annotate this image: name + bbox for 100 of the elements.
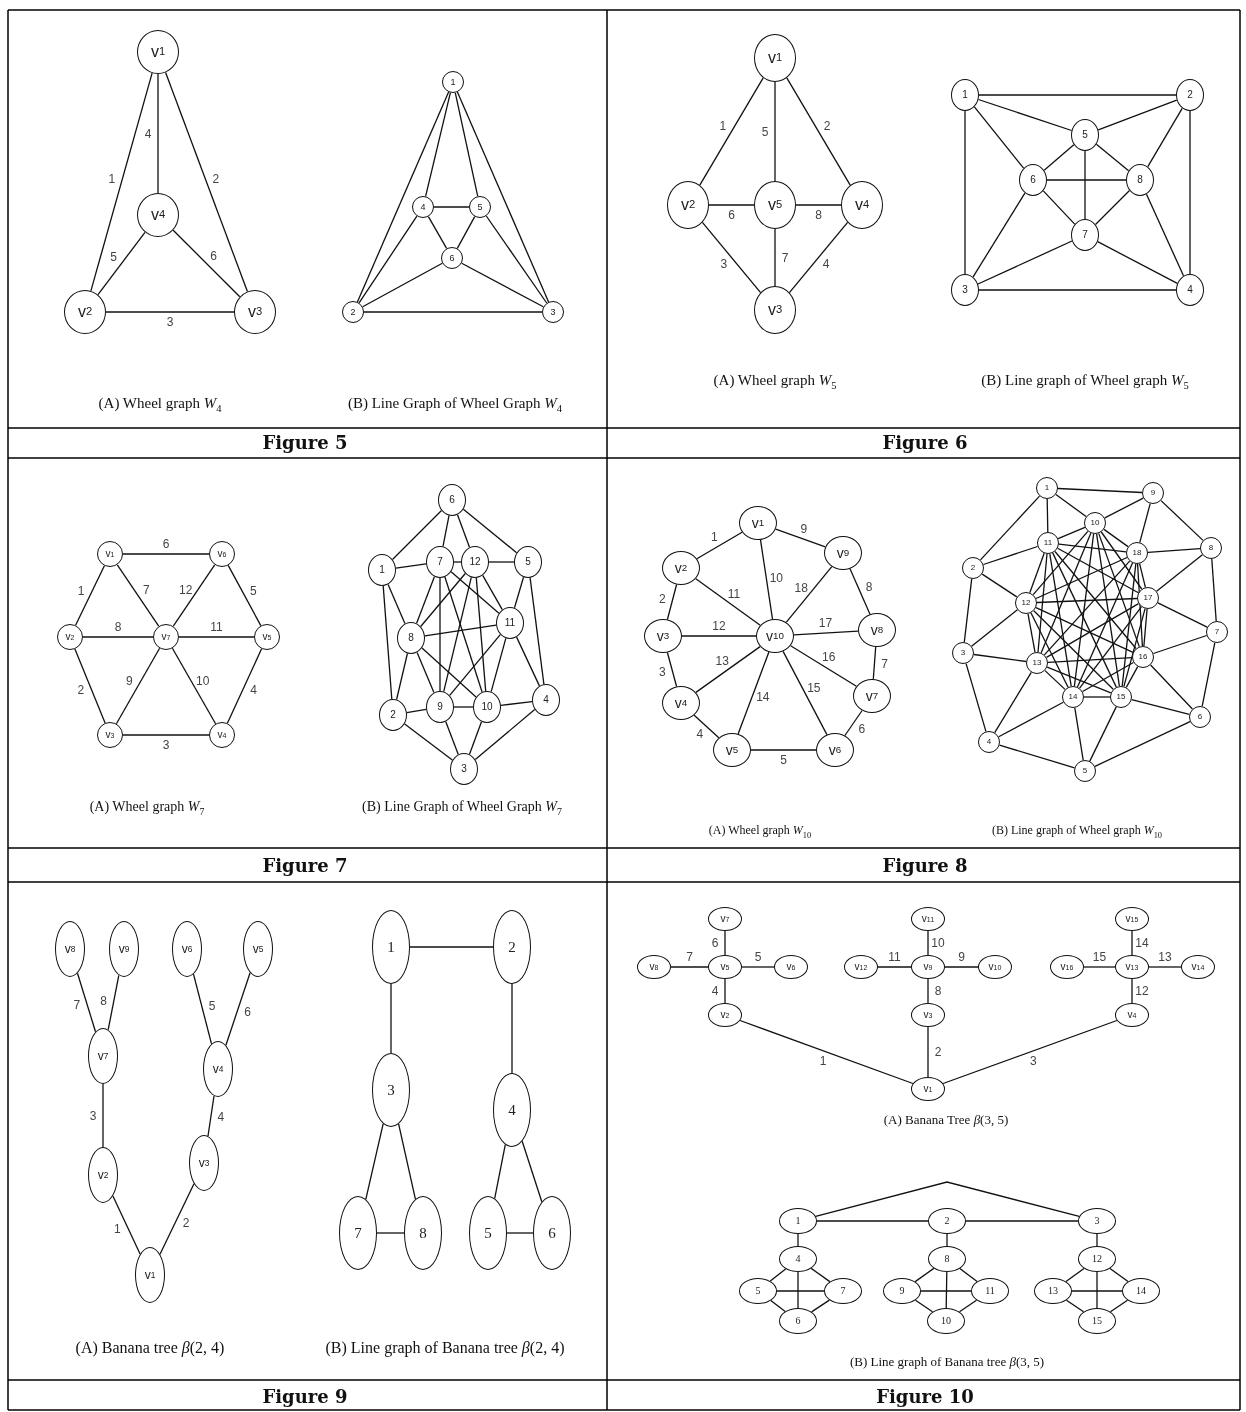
graph-edge [390,983,392,1054]
graph-edge [445,720,459,756]
graph-edge [226,648,263,724]
edge-label: 16 [822,651,836,664]
edge-label: 9 [125,675,133,688]
edge-label: 8 [114,621,122,633]
graph-edge [409,946,494,948]
vertex-circle: 4 [412,196,434,218]
vertex-circle: 7 [824,1278,862,1304]
graph-edge [872,646,877,680]
graph-edge [666,583,678,621]
edge-label: 5 [110,251,117,264]
graph-edge [424,92,452,197]
graph-edge [122,734,210,736]
vertex-circle: 16 [1132,646,1154,668]
figure-title: Figure 9 [262,1387,348,1407]
graph-edge [994,671,1032,734]
figure-title: Figure 10 [876,1387,974,1407]
figure-caption: (A) Wheel graph W$_{10}$ [708,824,812,840]
edge-label: 13 [1158,951,1172,963]
edge-label: 5 [249,584,257,597]
vertex-circle: 6 [779,1308,817,1334]
graph-edge [1131,930,1133,956]
graph-edge [972,192,1026,278]
graph-edge [494,1143,506,1200]
graph-edge [739,1019,914,1085]
graph-edge [1046,666,1112,694]
graph-edge [788,221,849,294]
graph-edge [810,1267,831,1283]
graph-edge [475,577,487,692]
graph-edge [227,564,262,627]
graph-edge [529,577,545,685]
graph-edge [1121,563,1137,687]
graph-edge [439,577,441,692]
edge-label: 7 [73,999,81,1012]
vertex-circle: 15 [1110,686,1132,708]
graph-edge [456,91,550,303]
vertex-circle: 8 [397,622,425,654]
vertex-circle: 12 [1078,1246,1116,1272]
graph-edge [1074,707,1084,761]
graph-edge [453,561,462,563]
vertex-circle: 6 [533,1196,571,1270]
graph-edge [973,106,1025,169]
graph-edge [793,630,859,636]
graph-edge [769,1268,787,1282]
graph-edge [1052,552,1117,688]
graph-edge [159,1183,195,1255]
graph-edge [1131,978,1133,1004]
graph-edge [1095,143,1130,172]
vertex-circle: 11 [496,607,524,639]
graph-edge [849,568,871,615]
graph-edge [1043,144,1075,171]
graph-edge [1035,606,1134,654]
graph-edge [1211,558,1217,622]
graph-edge [1095,533,1121,687]
edge-label: 6 [728,209,735,221]
vertex-circle: 14 [1122,1278,1160,1304]
vertex-circle: 7 [1206,621,1228,643]
graph-edge [488,561,515,563]
edge-label: 5 [754,951,762,963]
edge-label: 6 [711,937,719,949]
graph-edge [102,1083,104,1148]
graph-edge [444,576,483,693]
graph-edge [1083,966,1116,968]
figure-caption: (B) Line graph of Wheel graph W$_{10}$ [991,824,1163,840]
graph-edge [1148,966,1182,968]
graph-edge [500,701,533,706]
edge-label: 17 [818,617,833,629]
vertex-circle: 5 [514,546,542,578]
graph-edge [1073,533,1095,687]
figure-caption: (A) Banana tree β(2, 4) [75,1339,225,1357]
graph-edge [786,77,851,186]
graph-edge [1040,532,1092,654]
vertex-circle: 9 [883,1278,921,1304]
graph-edge [482,574,503,611]
graph-edge [1136,563,1144,647]
graph-edge [1033,610,1114,690]
graph-edge [927,930,929,956]
graph-edge [164,71,249,293]
graph-edge [416,651,435,694]
graph-edge [942,1019,1118,1085]
figure-caption: (A) Wheel graph W$_{5}$ [713,372,837,392]
vertex-circle: 14 [1062,686,1084,708]
vertex-circle: 8 [1200,537,1222,559]
graph-edge [1054,550,1137,650]
vertex-circle: 2 [493,910,531,984]
graph-edge [1076,562,1134,688]
edge-label: 7 [781,251,789,264]
edge-label: 1 [719,120,727,133]
graph-edge [724,978,726,1004]
edge-label: 8 [865,581,873,594]
figure-caption: (A) Banana Tree β(3, 5) [883,1112,1009,1128]
vertex-circle: 5 [469,196,491,218]
edge-label: 18 [794,582,808,595]
graph-edge [1042,190,1076,225]
graph-edge [515,636,541,687]
edge-label: 4 [696,727,704,740]
graph-edge [172,564,216,627]
graph-edge [1030,612,1069,688]
edge-label: 12 [1135,985,1149,997]
